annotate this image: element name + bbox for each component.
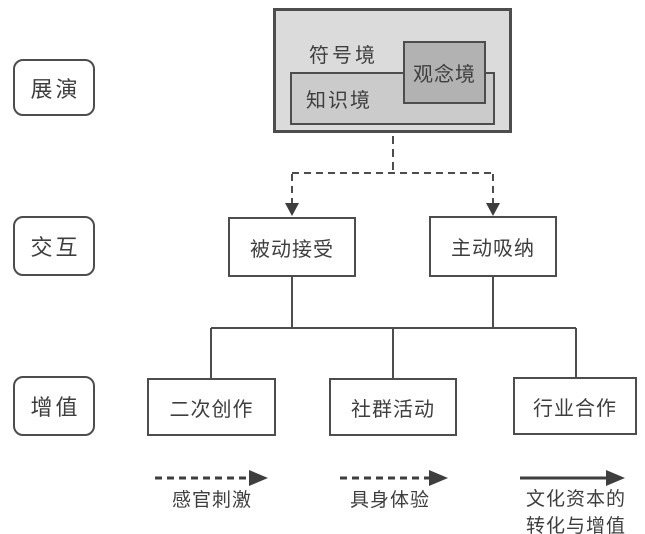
concept-realm-box: 观念境: [403, 41, 486, 104]
arrow-down-right-icon: [486, 203, 500, 216]
node-secondary-creation: 二次创作: [147, 378, 276, 436]
row-label-interaction: 交互: [13, 216, 95, 276]
legend-label-cultural-capital-line2: 转化与增值: [525, 516, 626, 534]
row-label-value-add: 增值: [13, 376, 95, 436]
legend-arrow-right-1-icon: [249, 470, 268, 486]
node-passive-reception: 被动接受: [228, 217, 356, 277]
legend-label-embodied-experience: 具身体验: [349, 490, 430, 511]
legend-arrow-right-2-icon: [429, 470, 448, 486]
symbol-realm-label: 符号境: [309, 45, 378, 67]
legend-label-sensory-stimulation: 感官刺激: [171, 490, 252, 511]
node-active-absorption: 主动吸纳: [429, 216, 557, 277]
symbol-realm-box: 符号境 知识境 观念境: [273, 8, 512, 133]
legend-label-cultural-capital: 文化资本的 转化与增值: [514, 486, 638, 534]
row-label-performance: 展演: [13, 59, 95, 116]
node-industry-cooperation: 行业合作: [513, 377, 637, 435]
node-community-activity: 社群活动: [329, 378, 457, 436]
knowledge-realm-label: 知识境: [306, 90, 372, 112]
arrow-down-left-icon: [285, 203, 299, 216]
legend-arrow-right-3-icon: [606, 470, 625, 486]
legend-label-cultural-capital-line1: 文化资本的: [525, 489, 626, 510]
